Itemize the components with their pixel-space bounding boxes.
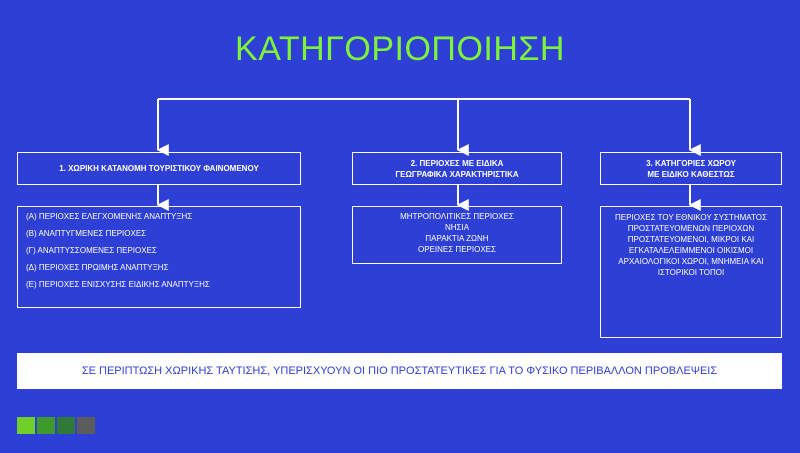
decorative-square [17, 417, 35, 434]
category-1-items: (Α) ΠΕΡΙΟΧΕΣ ΕΛΕΓΧΟΜΕΝΗΣ ΑΝΑΠΤΥΞΗΣ (Β) Α… [17, 206, 301, 308]
category-3-heading: 3. ΚΑΤΗΓΟΡΙΕΣ ΧΩΡΟΥ ΜΕ ΕΙΔΙΚΟ ΚΑΘΕΣΤΩΣ [600, 152, 782, 185]
list-item: ΝΗΣΙΑ [444, 223, 470, 232]
category-2-heading-line-1: 2. ΠΕΡΙΟΧΕΣ ΜΕ ΕΙΔΙΚΑ [410, 158, 504, 168]
decorative-squares [17, 417, 95, 434]
category-3-heading-line-1: 3. ΚΑΤΗΓΟΡΙΕΣ ΧΩΡΟΥ [646, 158, 736, 168]
decorative-square [37, 417, 55, 434]
category-1-heading: 1. ΧΩΡΙΚΗ ΚΑΤΑΝΟΜΗ ΤΟΥΡΙΣΤΙΚΟΥ ΦΑΙΝΟΜΕΝΟ… [17, 152, 301, 185]
list-item: (Α) ΠΕΡΙΟΧΕΣ ΕΛΕΓΧΟΜΕΝΗΣ ΑΝΑΠΤΥΞΗΣ [26, 212, 193, 221]
category-2-heading-line-2: ΓΕΩΓΡΑΦΙΚΑ ΧΑΡΑΚΤΗΡΙΣΤΙΚΑ [395, 169, 519, 179]
list-item: (Γ) ΑΝΑΠΤΥΣΣΟΜΕΝΕΣ ΠΕΡΙΟΧΕΣ [26, 246, 157, 255]
list-item: (Ε) ΠΕΡΙΟΧΕΣ ΕΝΙΣΧΥΣΗΣ ΕΙΔΙΚΗΣ ΑΝΑΠΤΥΞΗΣ [26, 280, 210, 289]
list-item: (Δ) ΠΕΡΙΟΧΕΣ ΠΡΩΙΜΗΣ ΑΝΑΠΤΥΞΗΣ [26, 263, 169, 272]
decorative-square [77, 417, 95, 434]
category-2-items: ΜΗΤΡΟΠΟΛΙΤΙΚΕΣ ΠΕΡΙΟΧΕΣ ΝΗΣΙΑ ΠΑΡΑΚΤΙΑ Ζ… [352, 206, 562, 264]
list-item: ΠΑΡΑΚΤΙΑ ΖΩΝΗ [425, 234, 489, 243]
list-item: ΜΗΤΡΟΠΟΛΙΤΙΚΕΣ ΠΕΡΙΟΧΕΣ [400, 212, 514, 221]
category-3-heading-line-2: ΜΕ ΕΙΔΙΚΟ ΚΑΘΕΣΤΩΣ [647, 169, 735, 179]
page-title: ΚΑΤΗΓΟΡΙΟΠΟΙΗΣΗ [235, 30, 565, 68]
category-2-heading: 2. ΠΕΡΙΟΧΕΣ ΜΕ ΕΙΔΙΚΑ ΓΕΩΓΡΑΦΙΚΑ ΧΑΡΑΚΤΗ… [352, 152, 562, 185]
category-1-heading-line-1: 1. ΧΩΡΙΚΗ ΚΑΤΑΝΟΜΗ ΤΟΥΡΙΣΤΙΚΟΥ ΦΑΙΝΟΜΕΝΟ… [59, 164, 259, 173]
list-item: (Β) ΑΝΑΠΤΥΓΜΕΝΕΣ ΠΕΡΙΟΧΕΣ [26, 229, 147, 238]
precedence-note-banner: ΣΕ ΠΕΡΙΠΤΩΣΗ ΧΩΡΙΚΗΣ ΤΑΥΤΙΣΗΣ, ΥΠΕΡΙΣΧΥΟ… [17, 353, 782, 389]
category-3-description: ΠΕΡΙΟΧΕΣ ΤΟΥ ΕΘΝΙΚΟΥ ΣΥΣΤΗΜΑΤΟΣ ΠΡΟΣΤΑΤΕ… [600, 206, 782, 338]
decorative-square [57, 417, 75, 434]
list-item: ΟΡΕΙΝΕΣ ΠΕΡΙΟΧΕΣ [418, 245, 496, 254]
